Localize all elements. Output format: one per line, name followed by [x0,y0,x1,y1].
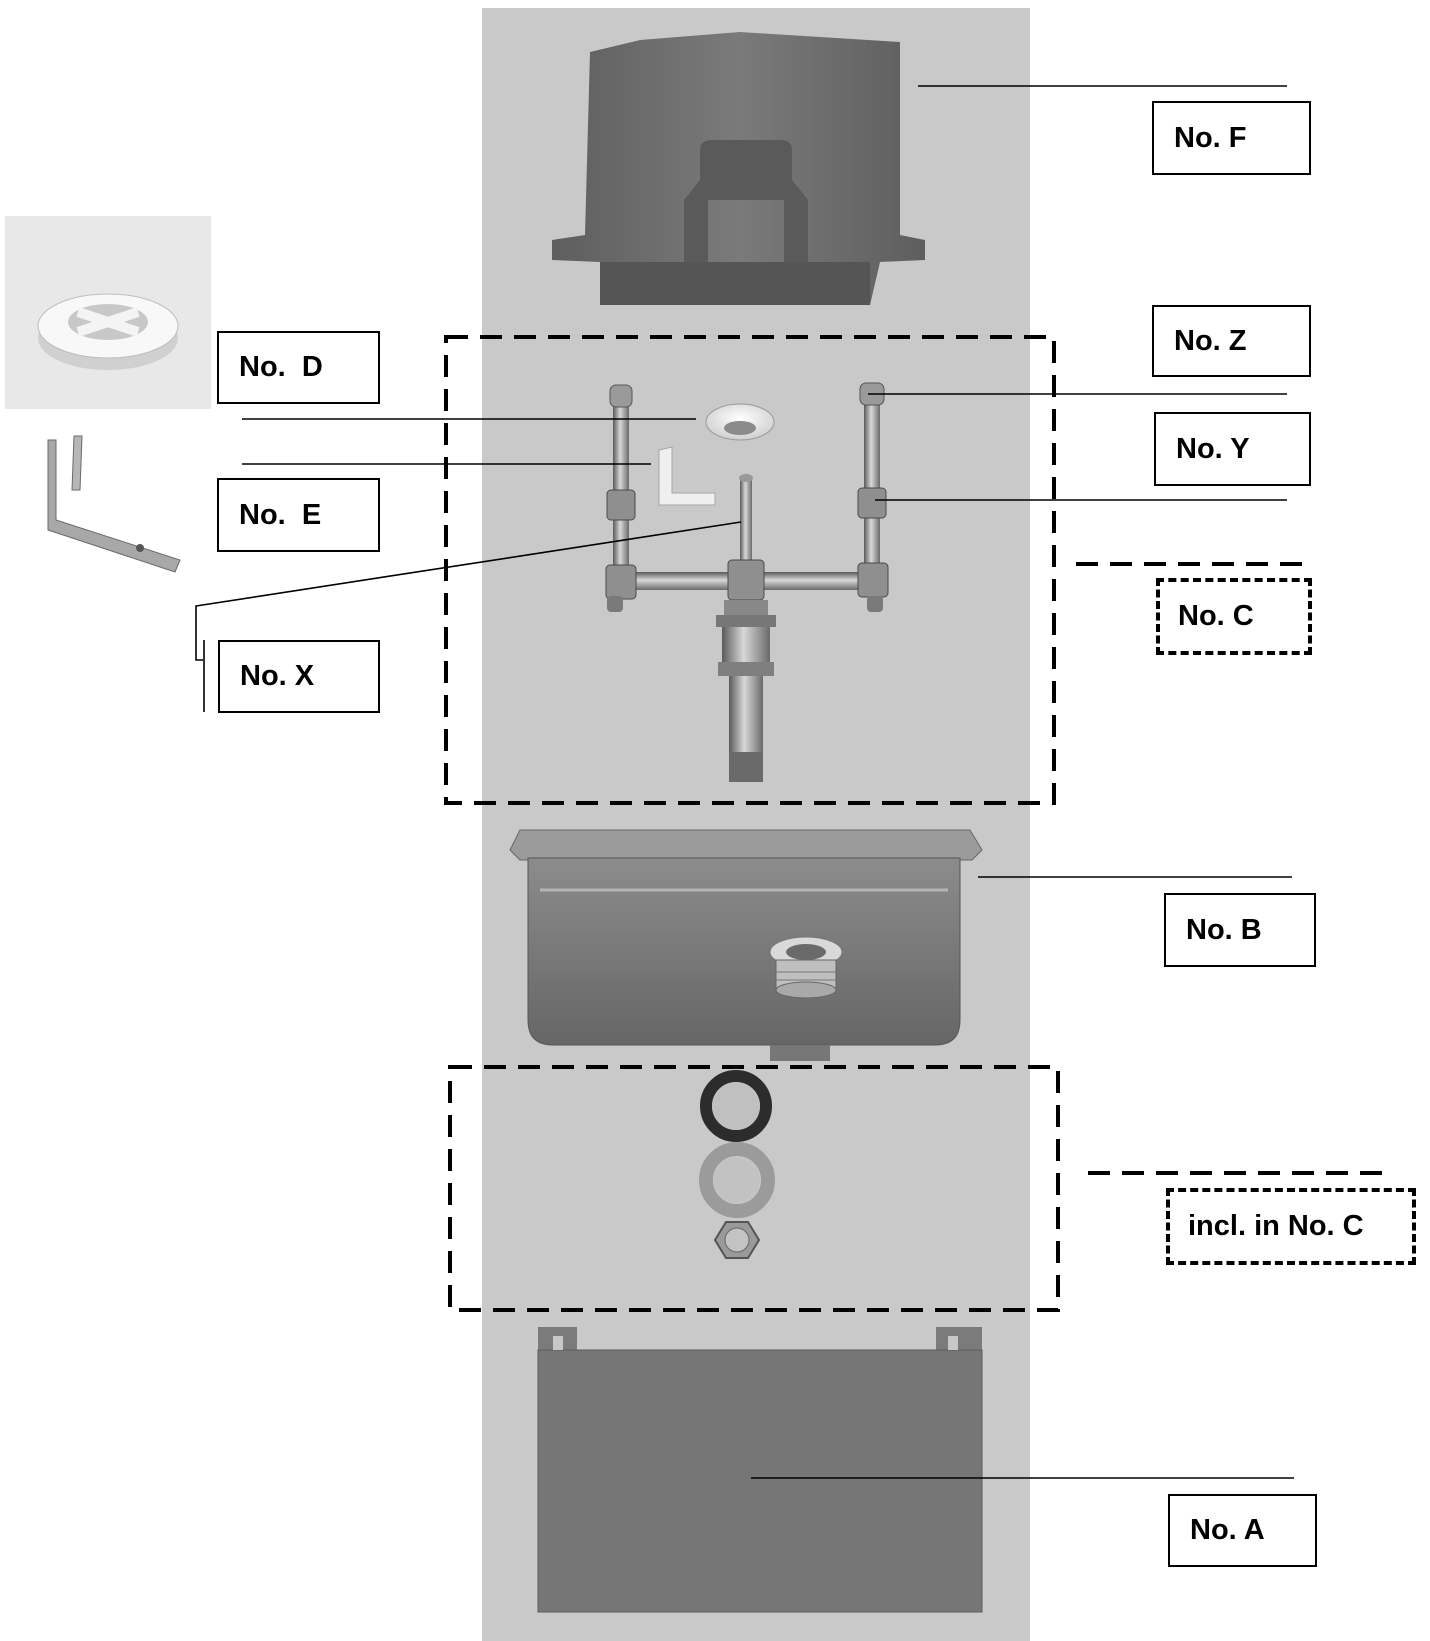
dashed-leaders [1076,562,1392,1175]
casing-part [537,1327,983,1613]
basin-part [509,829,983,1061]
holder-part [658,446,716,506]
seals-group-box [448,1065,1060,1312]
strainer-part [705,403,775,441]
label-no-x: No. X [218,640,380,713]
label-no-e: No. E [217,478,380,552]
label-no-z: No. Z [1152,305,1311,377]
drain-fitting-part [769,936,843,999]
label-no-y: No. Y [1154,412,1311,486]
label-incl-in-no-c: incl. in No. C [1166,1188,1416,1265]
cover-part [552,32,925,305]
label-no-b: No. B [1164,893,1316,967]
label-no-a: No. A [1168,1494,1317,1567]
strainer-inset-image [5,216,211,409]
fitting-group-box [444,335,1056,805]
fitting-assembly [605,382,889,782]
seal-rings-part [699,1070,775,1259]
label-no-c: No. C [1156,578,1312,655]
label-no-f: No. F [1152,101,1311,175]
holder-inset-image [47,435,181,573]
leader-lines [195,85,1294,1479]
label-no-d: No. D [217,331,380,404]
